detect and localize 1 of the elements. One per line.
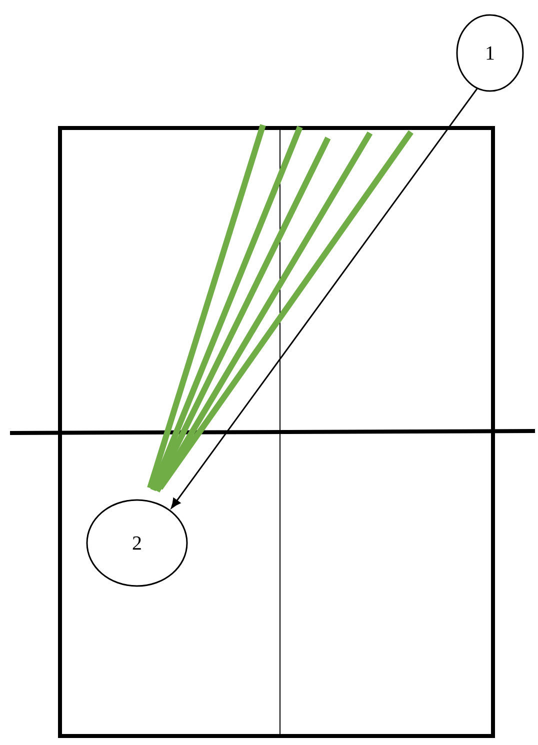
arrow: [171, 88, 478, 508]
